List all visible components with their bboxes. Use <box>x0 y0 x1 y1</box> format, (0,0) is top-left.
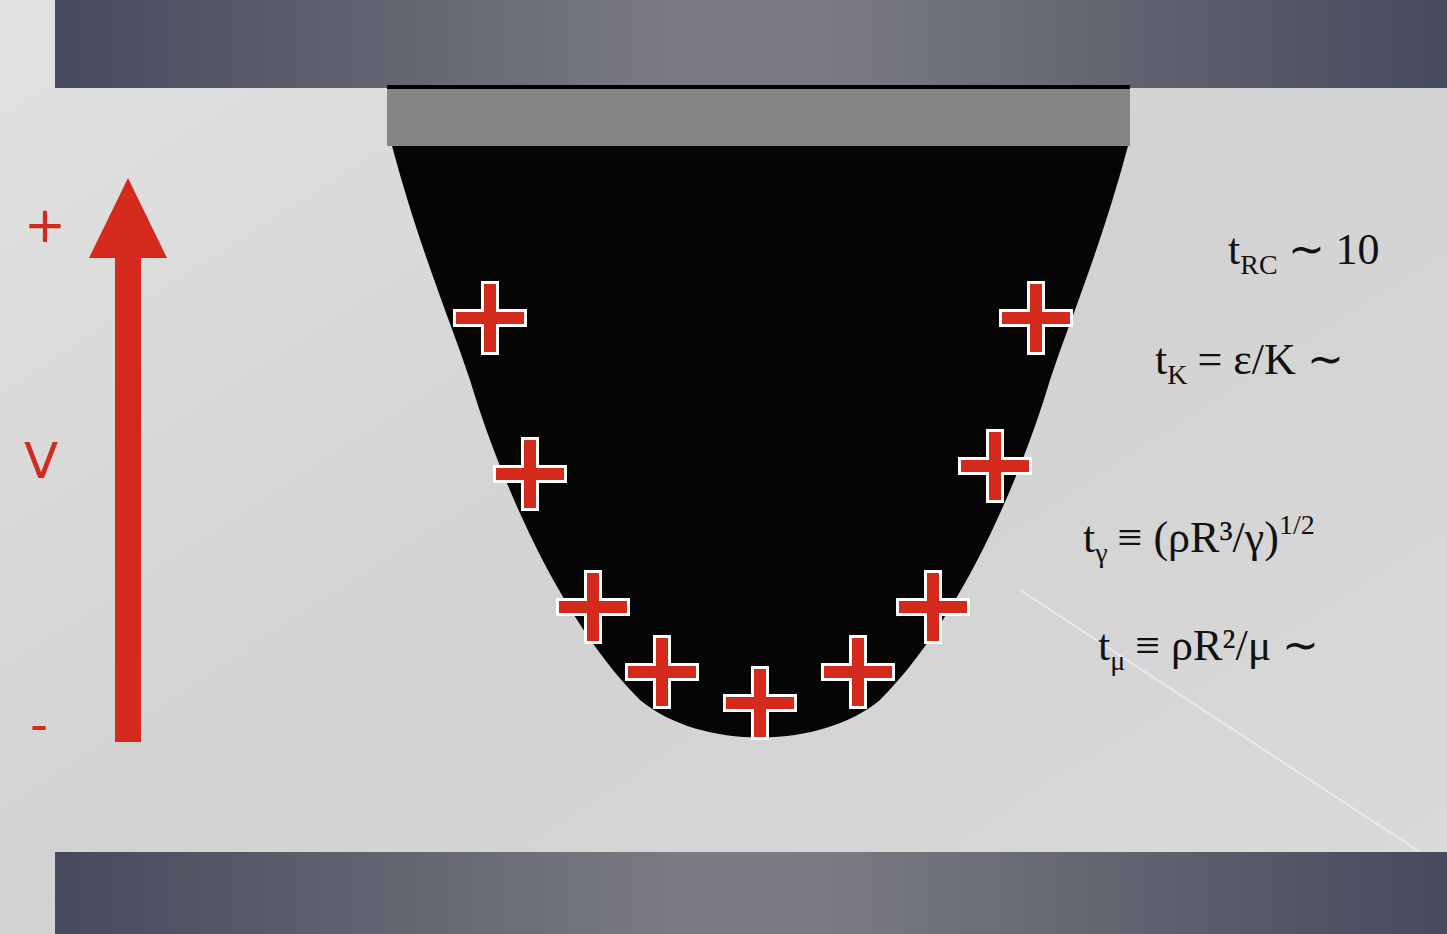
faint-line <box>1020 590 1420 852</box>
bottom-electrode <box>55 852 1447 934</box>
plate <box>387 88 1130 146</box>
equation-text: t <box>1083 513 1095 562</box>
timescale-equation: tRC ∼ 10 <box>1228 224 1380 282</box>
superscript: 1/2 <box>1279 509 1315 540</box>
timescale-equation: tμ ≡ ρR²/μ ∼ <box>1098 620 1319 678</box>
drop <box>392 146 1128 738</box>
subscript: μ <box>1110 645 1125 676</box>
equation-text: t <box>1228 225 1240 274</box>
charges <box>456 284 1070 737</box>
timescale-equation: tK = ε/K ∼ <box>1155 334 1344 392</box>
polarity-label: + <box>24 200 66 250</box>
plate-edge <box>387 85 1130 89</box>
subscript: K <box>1167 359 1187 390</box>
voltage-arrow <box>115 250 141 742</box>
top-electrode <box>55 0 1447 88</box>
polarity-label: - <box>30 700 48 750</box>
equation-text: t <box>1155 335 1167 384</box>
timescale-equation: tγ ≡ (ρR³/γ)1/2 <box>1083 508 1315 570</box>
equation-text: ≡ ρR²/μ ∼ <box>1135 621 1319 670</box>
equation-text: ≡ (ρR³/γ) <box>1118 513 1279 562</box>
equation-text: = ε/K ∼ <box>1197 335 1343 384</box>
polarity-label: V <box>24 436 58 486</box>
equation-text: t <box>1098 621 1110 670</box>
subscript: γ <box>1095 537 1107 568</box>
arrow-head <box>89 178 167 258</box>
subscript: RC <box>1240 249 1277 280</box>
equation-text: ∼ 10 <box>1288 225 1380 274</box>
